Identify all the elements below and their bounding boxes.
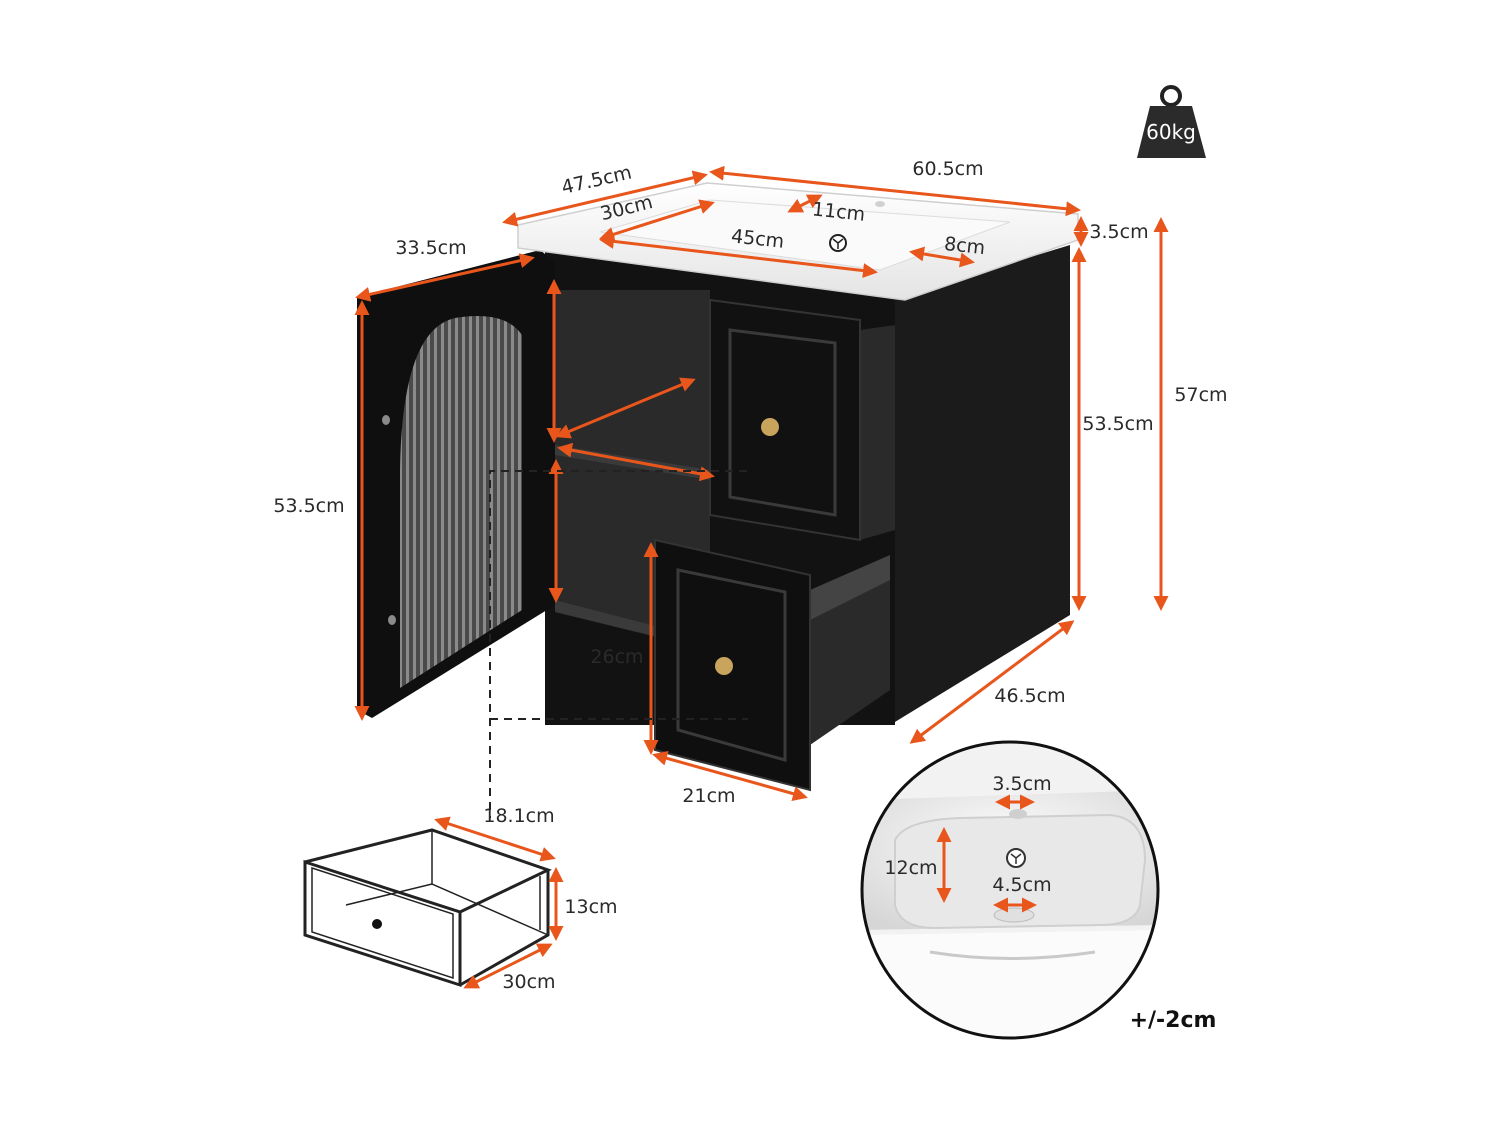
- label-drawer-box-depth: 18.1cm: [483, 805, 554, 827]
- cabinet-illustration: [357, 245, 1070, 792]
- guide-lines: [489, 470, 748, 818]
- label-basin-bowl-depth: 12cm: [884, 857, 937, 879]
- label-lower-shelf-height: 22cm: [563, 517, 616, 539]
- drawer-box-arrows: [434, 816, 564, 989]
- label-drain-offset: 8cm: [943, 233, 986, 259]
- label-drawer-box-height: 13cm: [564, 896, 617, 918]
- weight-icon: [1137, 85, 1206, 158]
- label-drawer-front-width: 21cm: [682, 785, 735, 807]
- upper-drawer-knob: [761, 418, 779, 436]
- faucet-hole: [875, 201, 885, 207]
- label-door-height: 53.5cm: [273, 495, 344, 517]
- lower-drawer-knob: [715, 657, 733, 675]
- basin-detail-arrows: [936, 794, 1037, 913]
- label-overflow-hole: 4.5cm: [992, 874, 1051, 896]
- fluted-glass-panel: [400, 316, 522, 688]
- label-upper-shelf-height: 23cm: [560, 331, 613, 353]
- label-drawer-box-width: 30cm: [502, 971, 555, 993]
- faucet-hole-detail: [1009, 809, 1027, 819]
- drawer-box-handle-hole: [372, 919, 382, 929]
- label-cabinet-depth: 46.5cm: [994, 685, 1065, 707]
- label-drawer-front-height: 26cm: [590, 646, 643, 668]
- weight-label: 60kg: [1146, 120, 1196, 144]
- drawer-box-drawing: [303, 828, 552, 988]
- tolerance-note: +/-2cm: [1130, 1008, 1217, 1033]
- label-cabinet-height: 53.5cm: [1082, 413, 1153, 435]
- label-total-height: 57cm: [1174, 384, 1227, 406]
- cabinet-side-panel: [890, 245, 1070, 725]
- label-top-thickness: 3.5cm: [1089, 221, 1148, 243]
- label-faucet-hole: 3.5cm: [992, 773, 1051, 795]
- label-width-top: 60.5cm: [912, 158, 983, 180]
- label-door-width: 33.5cm: [395, 237, 466, 259]
- dimension-arrows: [354, 165, 1169, 801]
